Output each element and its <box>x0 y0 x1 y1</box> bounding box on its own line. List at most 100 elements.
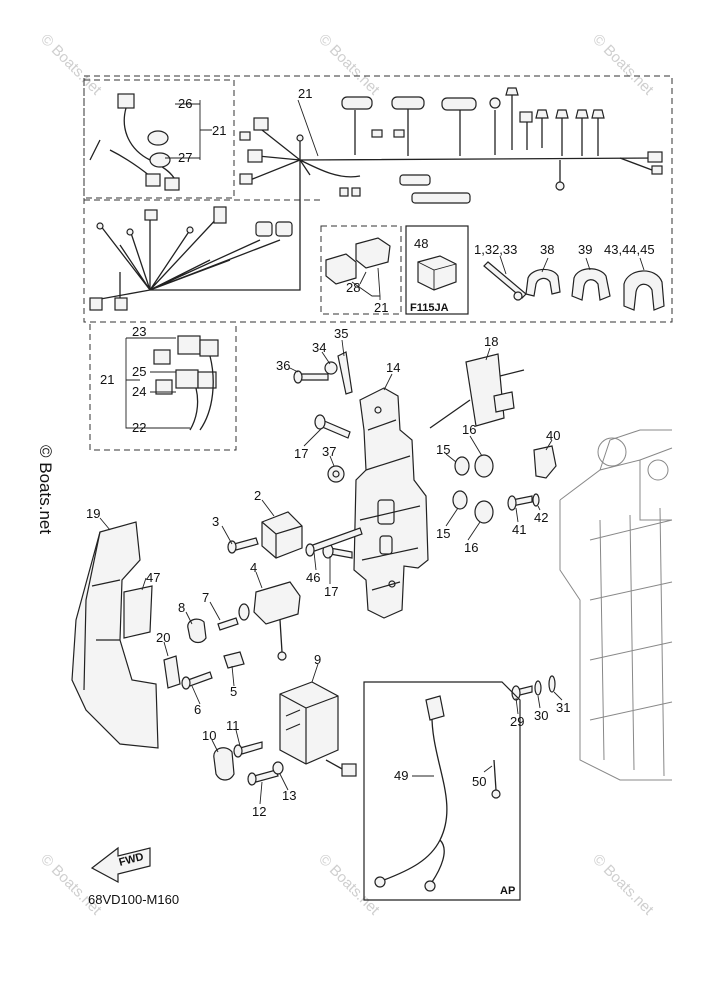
connector-27a <box>145 173 161 187</box>
leader-18 <box>485 347 491 361</box>
callout-34: 34 <box>312 340 326 355</box>
grommet-26 <box>147 130 169 146</box>
leader-12 <box>259 781 263 805</box>
ap-detail <box>363 681 521 901</box>
bracket-assembly <box>353 387 429 619</box>
callouts: 21 26 21 27 48 1,32,33 38 39 43,44,45 28… <box>86 86 655 907</box>
leader-15-upper <box>445 453 457 463</box>
label-f115ja: F115JA <box>410 302 449 314</box>
watermark-top-left: © Boats.net <box>37 31 105 99</box>
part-9-plug <box>341 763 357 777</box>
connector-lower-4 <box>275 221 293 237</box>
callout-30: 30 <box>534 708 548 723</box>
leader-9 <box>311 663 319 683</box>
callout-17-lower: 17 <box>324 584 338 599</box>
relay-box-f115ja <box>405 225 469 315</box>
watermark-side: © Boats.net <box>36 445 55 534</box>
bracket-14-hole-1 <box>374 406 382 414</box>
harness-group <box>83 75 673 451</box>
part-4-lead <box>279 619 283 653</box>
callout-46: 46 <box>306 570 320 585</box>
engine-outline <box>559 429 673 781</box>
screw-11 <box>239 741 263 755</box>
callout-13: 13 <box>282 788 296 803</box>
fwd-arrow <box>90 846 151 884</box>
lead-49-terminal-2 <box>424 880 436 892</box>
grommets <box>452 454 494 524</box>
sub-harness-26-27 <box>89 107 177 191</box>
part-9-group <box>279 681 357 777</box>
cap-10 <box>213 747 235 781</box>
leader-41 <box>515 507 519 523</box>
connector-cap-2 <box>535 109 549 119</box>
connector-26 <box>117 93 135 109</box>
washer-34 <box>324 361 338 375</box>
callout-21-relay: 21 <box>374 300 388 315</box>
harness-detail-box-top <box>83 79 235 199</box>
cover-19-edge <box>83 531 121 691</box>
connector-left-1 <box>253 117 269 131</box>
leader-7 <box>209 601 221 621</box>
main-harness-trunk <box>94 157 661 301</box>
harness-branches-lower <box>99 214 281 300</box>
connector-left-3 <box>247 149 263 163</box>
relay-28-leads <box>351 267 381 297</box>
connector-cap-3 <box>555 109 569 119</box>
relay-28-a <box>325 253 357 285</box>
ap-box <box>363 681 521 901</box>
callout-16-lower: 16 <box>464 540 478 555</box>
leader-38 <box>541 257 549 273</box>
connector-lower-5 <box>89 297 103 311</box>
leader-1-32-33 <box>499 255 507 275</box>
leader-2 <box>261 499 275 517</box>
bolt-46-head <box>305 543 315 557</box>
callout-19: 19 <box>86 506 100 521</box>
leader-35 <box>341 339 345 357</box>
callout-43-44-45: 43,44,45 <box>604 242 655 257</box>
cap-8 <box>187 618 207 644</box>
bracket-14-slot-2 <box>379 535 393 555</box>
connector-long-2 <box>391 96 425 110</box>
leader-50 <box>483 765 493 773</box>
part-4-group <box>238 581 301 661</box>
callout-38: 38 <box>540 242 554 257</box>
callout-15-lower: 15 <box>436 526 450 541</box>
connector-long-3 <box>441 97 477 111</box>
harness-detail-box-relay <box>320 225 402 315</box>
callout-14: 14 <box>386 360 400 375</box>
callout-42: 42 <box>534 510 548 525</box>
fasteners <box>181 351 556 786</box>
leader-36 <box>289 367 299 373</box>
relay-2-edge <box>261 521 303 558</box>
engine-hub-2 <box>647 459 669 481</box>
relay-group-harness <box>189 355 214 431</box>
callout-20: 20 <box>156 630 170 645</box>
relay-23 <box>177 335 201 355</box>
connector-cap-4 <box>575 109 589 119</box>
harness-detail-box-lower <box>89 321 237 451</box>
callout-35: 35 <box>334 326 348 341</box>
leader-29 <box>515 697 519 715</box>
connector-small-2 <box>371 129 383 138</box>
callout-21-box: 21 <box>212 123 226 138</box>
leader-46 <box>313 551 317 571</box>
callout-50: 50 <box>472 774 486 789</box>
leader-28 <box>359 271 367 285</box>
leader-6 <box>191 685 201 705</box>
bracket-40 <box>533 445 557 479</box>
leader-10 <box>211 739 219 753</box>
clip-5 <box>223 651 245 669</box>
screw-36 <box>299 373 329 381</box>
callout-26: 26 <box>178 96 192 111</box>
leader-8 <box>185 611 193 625</box>
cable-tie-head <box>513 291 523 301</box>
connector-round-2 <box>555 181 565 191</box>
leader-42 <box>537 505 541 511</box>
engine-details <box>589 507 673 777</box>
screw-41-head <box>507 495 517 511</box>
connector-small-1 <box>519 111 533 123</box>
callout-40: 40 <box>546 428 560 443</box>
leader-16-lower <box>467 521 481 541</box>
fwd-arrow-group: FWD <box>90 846 151 884</box>
sensor-18-wire <box>429 369 525 429</box>
